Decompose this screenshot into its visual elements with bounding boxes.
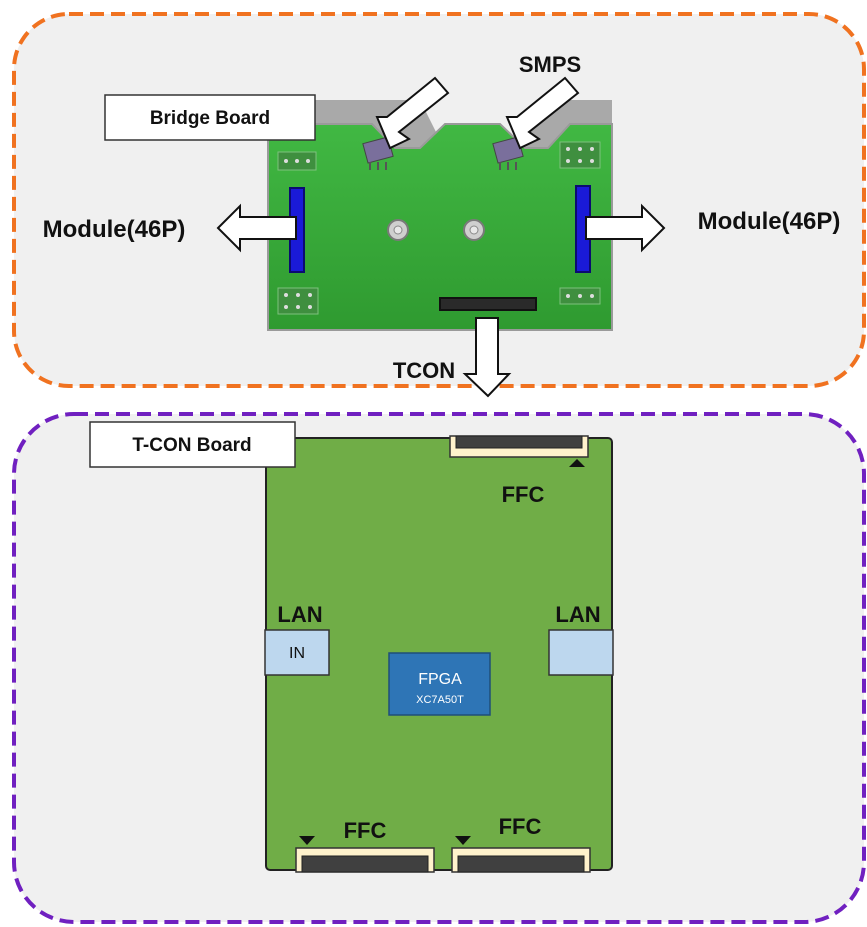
- ffc-bottom-right-label: FFC: [499, 814, 542, 839]
- lan-left-port-text: IN: [289, 645, 305, 662]
- smps-arrow-left: [375, 76, 450, 150]
- bridge-board-title: Bridge Board: [150, 108, 270, 129]
- fpga-label: FPGA: [418, 671, 462, 688]
- pin-header-bottom-left: [277, 287, 319, 315]
- lan-left-label: LAN: [277, 602, 322, 627]
- smps-label: SMPS: [519, 52, 581, 77]
- mounting-hole-left: [387, 219, 409, 241]
- pin-header-bottom-right: [559, 287, 601, 305]
- fpga-chip: [388, 652, 491, 716]
- fpga-part-number: XC7A50T: [416, 694, 464, 706]
- bridge-board-title-box: [104, 94, 316, 141]
- lan-port-right: [548, 629, 614, 676]
- smps-connector-left: [362, 136, 394, 170]
- module-arrow-right: [585, 203, 666, 253]
- smps-arrow-right: [505, 76, 580, 150]
- ffc-connector-top: [449, 435, 589, 467]
- ffc-bottom-left-label: FFC: [344, 818, 387, 843]
- ffc-bottom-left-pin1-marker: [299, 836, 315, 845]
- lan-right-label: LAN: [555, 602, 600, 627]
- tcon-section: IN FPGA XC7A50T T-CON Board FFC LAN LAN …: [12, 412, 866, 924]
- ffc-bottom-right-pin1-marker: [455, 836, 471, 845]
- pin-header-top-left: [277, 151, 317, 171]
- smps-connector-right: [492, 136, 524, 170]
- module-arrow-left: [216, 203, 297, 253]
- tcon-board-title-box: [89, 421, 296, 468]
- tcon-label: TCON: [393, 358, 455, 383]
- bridge-board-pcb: [267, 100, 613, 331]
- tcon-arrow-down: [462, 317, 512, 398]
- bridge-section: Bridge Board SMPS Module(46P) Module(46P…: [12, 12, 866, 398]
- ffc-connector-bottom-left: [295, 836, 435, 873]
- tcon-board-title: T-CON Board: [132, 435, 251, 456]
- pin-header-top-right: [559, 141, 601, 169]
- module-right-label: Module(46P): [698, 208, 841, 235]
- tcon-connector-bridge: [439, 297, 537, 311]
- module-left-label: Module(46P): [43, 216, 186, 243]
- ffc-top-pin1-marker: [569, 459, 585, 467]
- ffc-connector-bottom-right: [451, 836, 591, 873]
- lan-port-left: [264, 629, 330, 676]
- mounting-hole-right: [463, 219, 485, 241]
- ffc-top-label: FFC: [502, 482, 545, 507]
